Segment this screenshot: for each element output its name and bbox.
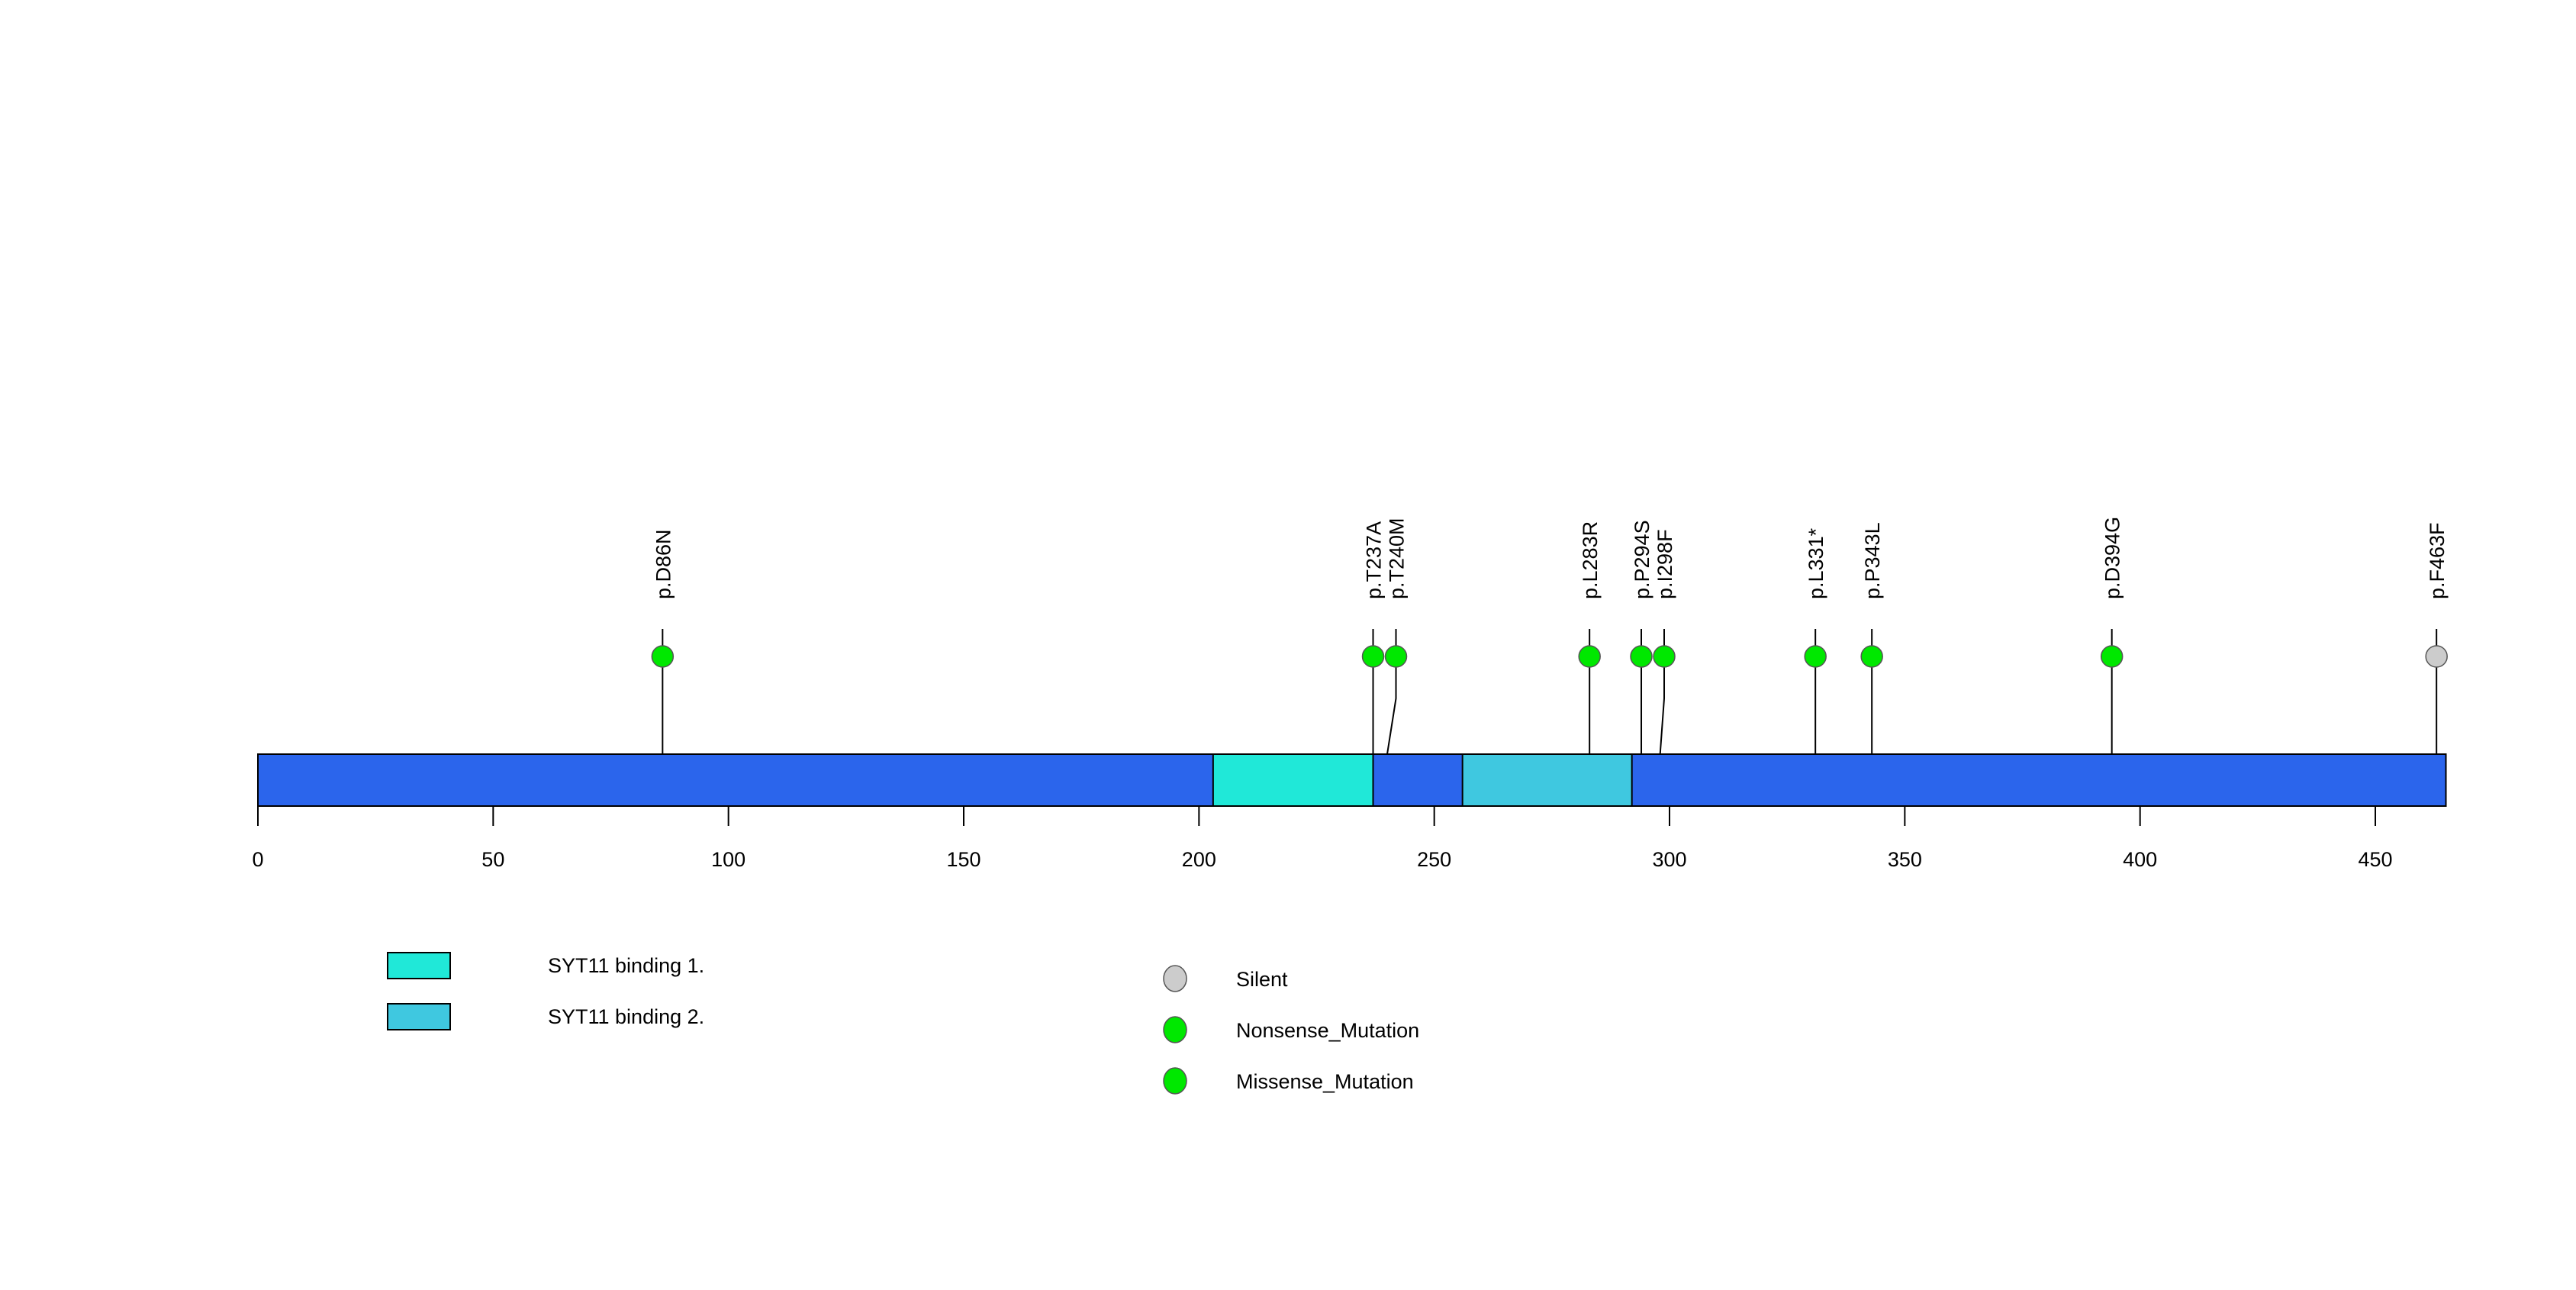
mutation-marker[interactable] [1653,645,1676,668]
mutation-legend-label: Silent [1236,968,1288,991]
mutation-label: p.T240M [1386,518,1409,599]
mutation-label: p.I298F [1653,529,1676,599]
mutation-label: p.L331* [1805,527,1827,599]
mutation-legend-label: Missense_Mutation [1236,1070,1414,1093]
axis-tick-label: 400 [2123,848,2157,871]
mutation-label: p.D394G [2101,517,2124,599]
domain-legend-swatch[interactable] [387,1003,451,1030]
axis-tick-label: 150 [946,848,980,871]
mutation-markers-group [651,645,2448,668]
mutation-label: p.D86N [652,529,675,599]
mutation-marker[interactable] [1804,645,1827,668]
domain-legend-swatch[interactable] [387,952,451,979]
axis-tick-label: 450 [2358,848,2392,871]
position-axis-group: 0 50 100 150 200 250 300 350 400 450 [252,806,2393,871]
axis-tick-label: 350 [1888,848,1922,871]
protein-domain-2[interactable] [1461,753,1633,807]
axis-tick-label: 100 [711,848,745,871]
mutation-marker[interactable] [1361,645,1385,668]
axis-tick-label: 250 [1417,848,1451,871]
mutation-legend-swatch[interactable] [1163,1016,1187,1043]
mutation-label: p.T237A [1363,521,1386,599]
mutation-legend-label: Nonsense_Mutation [1236,1019,1419,1042]
mutation-marker[interactable] [2100,645,2124,668]
protein-domain-1[interactable] [1212,753,1374,807]
mutation-label: p.F463F [2426,522,2449,599]
domain-legend-label: SYT11 binding 1. [548,954,704,977]
mutation-legend-swatch[interactable] [1163,1067,1187,1095]
domain-legend-label: SYT11 binding 2. [548,1005,704,1028]
mutation-label: p.P343L [1861,522,1884,599]
axis-tick-label: 300 [1652,848,1686,871]
mutation-marker[interactable] [1578,645,1601,668]
mutation-marker[interactable] [651,645,675,668]
mutation-label: p.L283R [1579,521,1602,599]
mutation-marker[interactable] [1630,645,1653,668]
protein-domains-group [1212,753,1633,807]
mutation-legend-swatch[interactable] [1163,965,1187,992]
mutation-marker[interactable] [1384,645,1408,668]
axis-tick-label: 0 [252,848,263,871]
mutation-marker[interactable] [1860,645,1883,668]
axis-tick-label: 200 [1182,848,1216,871]
axis-tick-label: 50 [481,848,504,871]
mutation-label: p.P294S [1631,520,1653,599]
legend-group: SYT11 binding 1. SYT11 binding 2. SilentNo… [387,952,1419,1095]
mutation-marker[interactable] [2425,645,2448,668]
